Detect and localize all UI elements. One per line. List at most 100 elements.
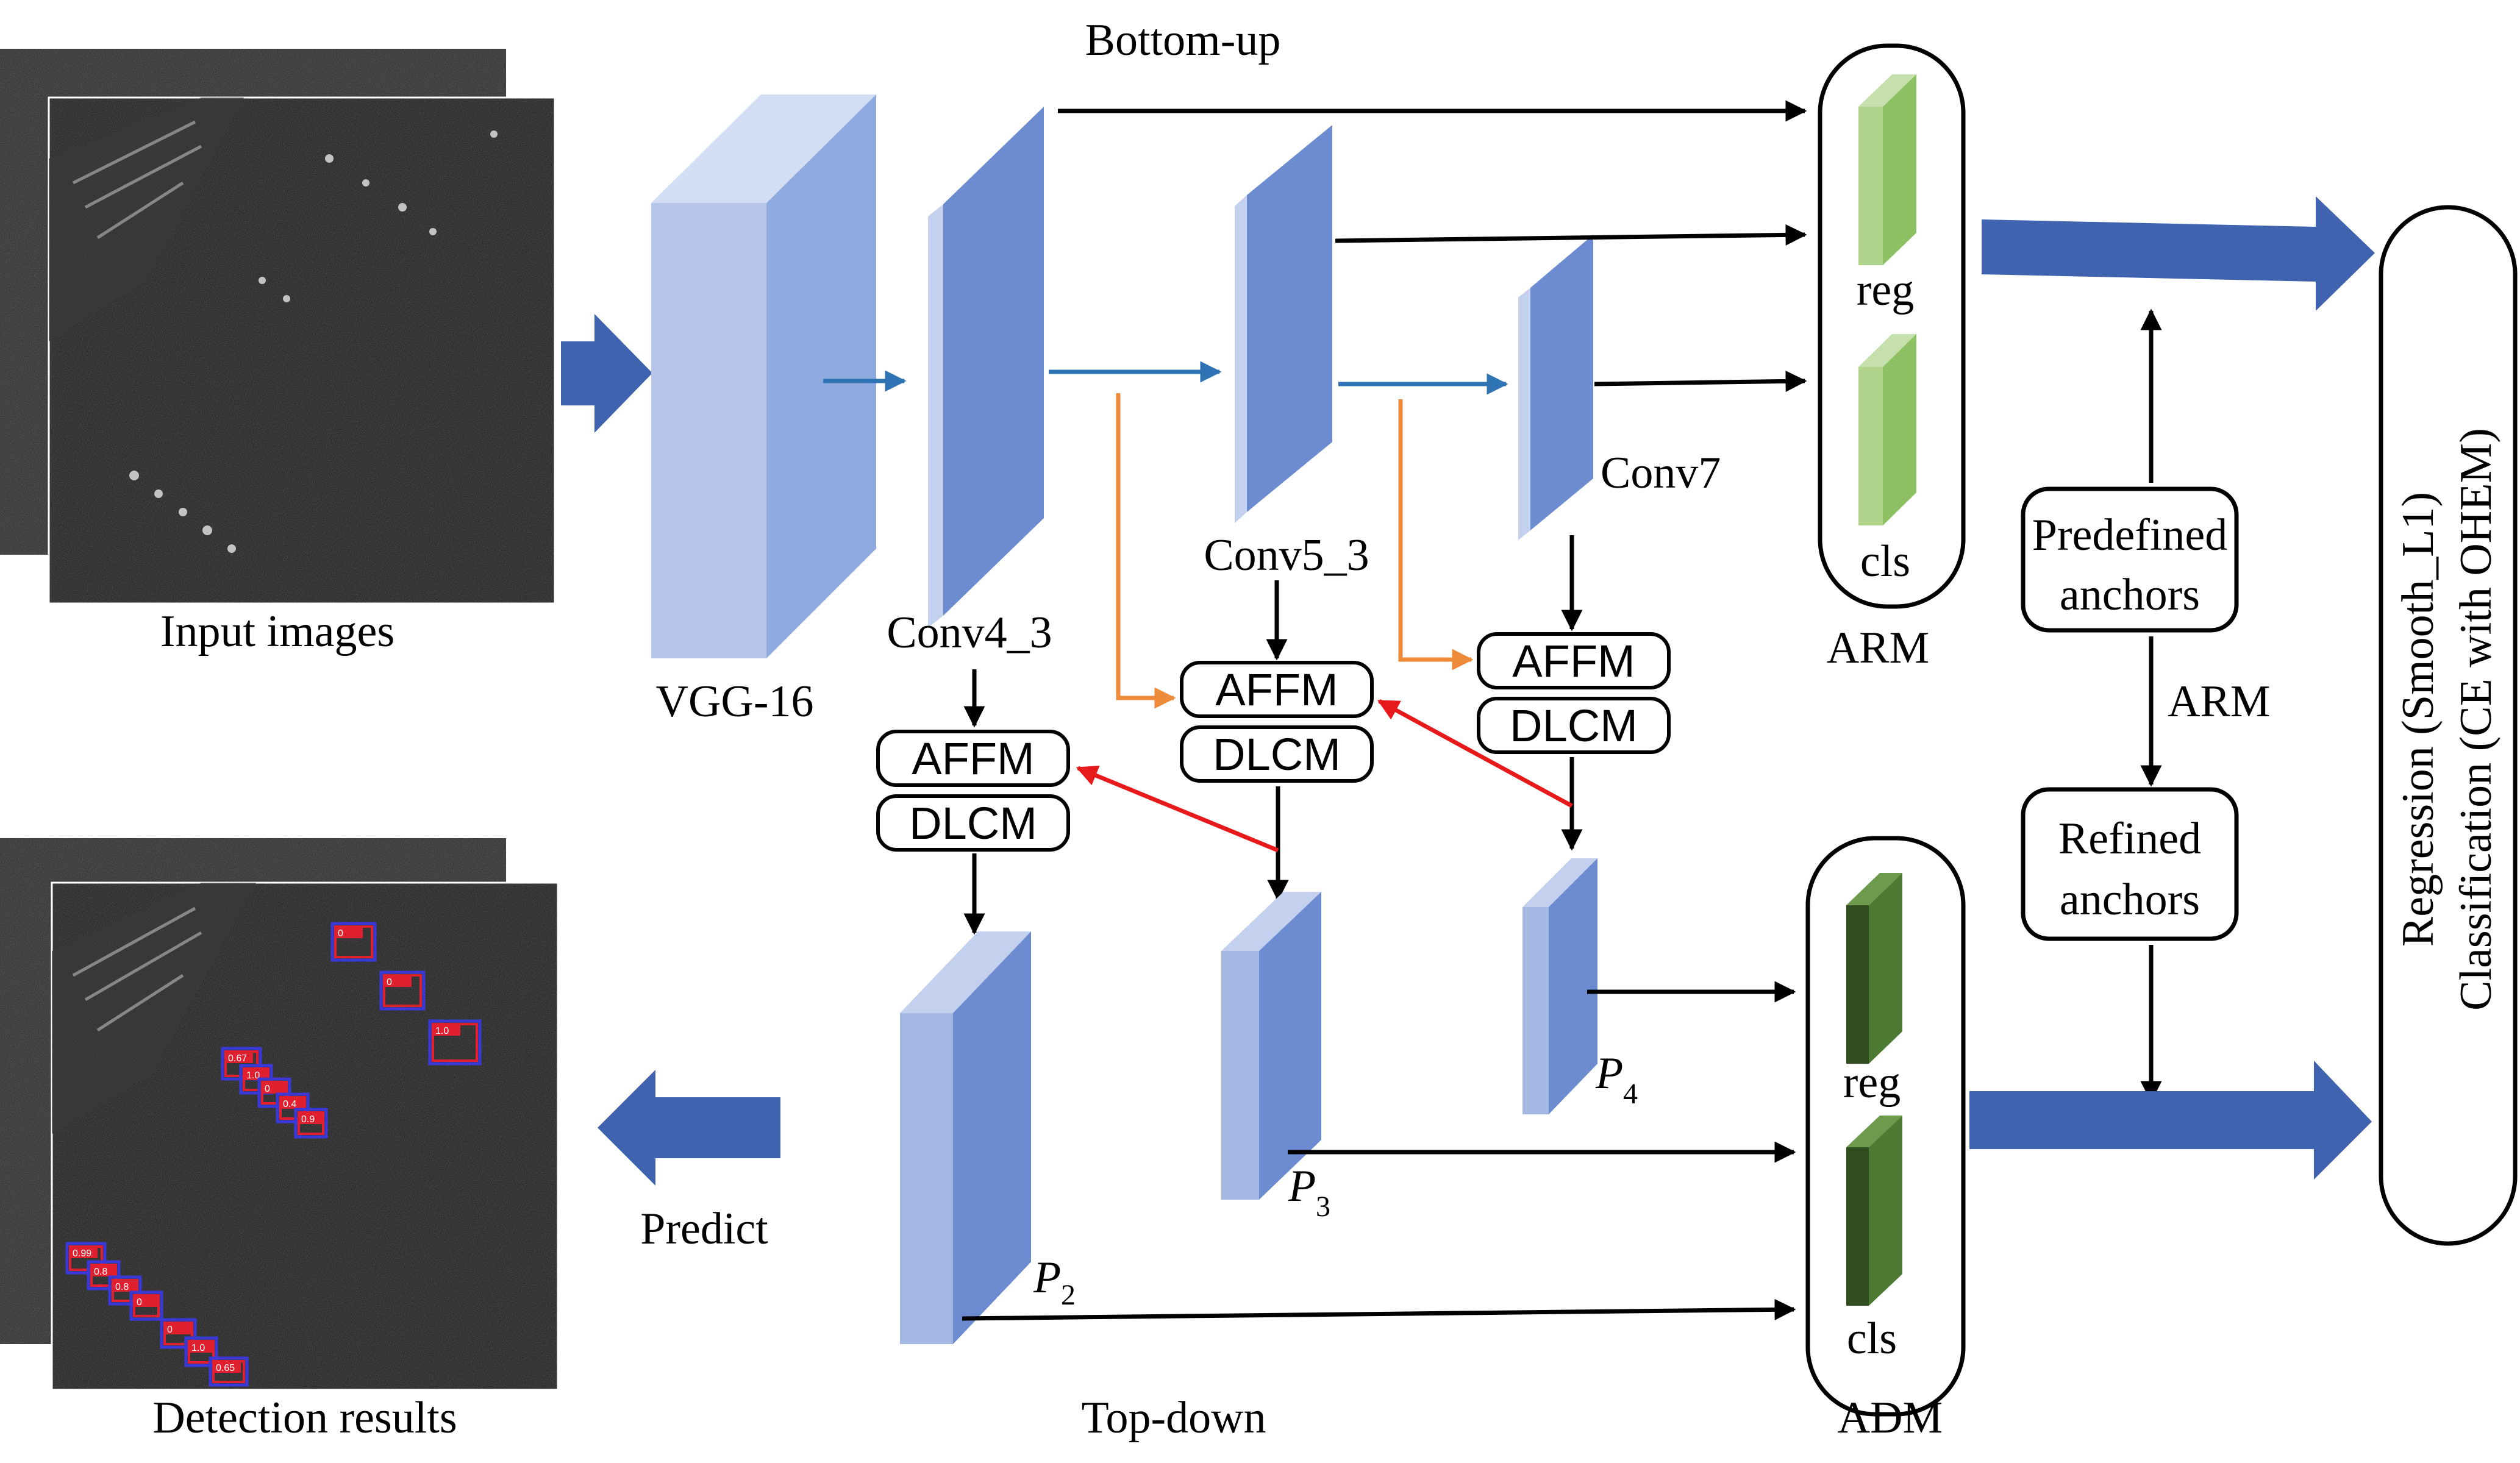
- detection-score: 1.0: [435, 1026, 449, 1036]
- input-to-vgg-arrow: [561, 314, 652, 433]
- detection-box-inner: [112, 1279, 138, 1302]
- detection-score: 0: [338, 928, 343, 939]
- detection-box-inner: [298, 1111, 324, 1135]
- detection-score: 0.8: [94, 1267, 107, 1277]
- detection-box: [184, 1336, 218, 1367]
- conv5-skip-to-affm-p4: [1398, 399, 1474, 671]
- detection-box: [65, 1242, 107, 1275]
- loss-box: [2379, 205, 2518, 1246]
- detection-box-inner: [163, 1322, 193, 1345]
- detection-score: 0.8: [115, 1282, 129, 1292]
- detection-score: 0: [137, 1297, 142, 1308]
- detection-score: 0: [167, 1325, 173, 1335]
- p3-label: P: [1288, 1161, 1316, 1211]
- conv5-3-label: Conv5_3: [1204, 530, 1369, 580]
- p2-to-adm-arrow: [962, 1298, 1796, 1321]
- arm-to-loss-arrow: [1982, 196, 2375, 311]
- predict-arrow: [598, 1070, 780, 1186]
- conv7-to-arm-arrow: [1594, 370, 1807, 392]
- arm-cls-label: cls: [1860, 536, 1910, 586]
- detection-score-tag: [190, 1342, 213, 1353]
- bottom-up-label: Bottom-up: [1085, 15, 1281, 65]
- predefined-anchors-box: [2021, 486, 2239, 633]
- detection-box-inner: [334, 925, 373, 958]
- conv7-label: Conv7: [1601, 448, 1721, 498]
- detection-score-tag: [385, 976, 412, 987]
- arm-mid-label: ARM: [2168, 677, 2271, 727]
- vgg16-label: VGG-16: [656, 677, 814, 727]
- detection-box-inner: [69, 1245, 103, 1271]
- detection-score: 0.9: [301, 1114, 315, 1125]
- detection-box: [294, 1108, 328, 1139]
- predict-label: Predict: [640, 1204, 768, 1254]
- p2-subscript: 2: [1061, 1279, 1076, 1311]
- detection-score-tag: [214, 1362, 241, 1373]
- p3-to-affm-p2-arrow: [1076, 765, 1279, 853]
- detection-score: 0.65: [216, 1363, 235, 1373]
- vgg16-block: [651, 94, 876, 658]
- arm-label: ARM: [1827, 623, 1930, 673]
- conv4-skip-to-affm-p3: [1116, 393, 1176, 709]
- affm-box-p2: [876, 730, 1070, 787]
- p4-label: P: [1595, 1048, 1623, 1098]
- affm-label-p4: AFFM: [1512, 636, 1635, 686]
- input-images-stack: [0, 49, 556, 605]
- conv4-3-feature-map: [928, 107, 1044, 628]
- adm-to-loss-arrow: [1969, 1061, 2372, 1180]
- detection-score-tag: [263, 1083, 286, 1094]
- conv4-3-label: Conv4_3: [887, 608, 1052, 658]
- detection-box: [379, 970, 426, 1011]
- detection-score: 0: [265, 1084, 270, 1094]
- adm-label: ADM: [1838, 1393, 1943, 1443]
- p2-label: P: [1033, 1253, 1061, 1303]
- dlcm-box-p3: [1180, 725, 1374, 783]
- predefined-anchors-label-line2: anchors: [2060, 570, 2200, 620]
- detection-box-inner: [383, 974, 422, 1007]
- arm-container: [1818, 43, 1966, 609]
- detection-score: 0.67: [228, 1053, 247, 1064]
- adm-cls-block: [1846, 1116, 1902, 1306]
- detection-box-inner: [188, 1340, 215, 1364]
- detection-box-inner: [90, 1264, 117, 1287]
- detection-score: 0.99: [73, 1248, 91, 1259]
- detection-box-inner: [212, 1360, 245, 1383]
- p4-subscript: 4: [1623, 1078, 1638, 1110]
- detection-box: [330, 922, 377, 962]
- detection-score: 0.4: [283, 1099, 296, 1109]
- p3-feature-map: [1221, 892, 1321, 1200]
- p4-to-affm-p3-arrow: [1377, 699, 1573, 808]
- arm-reg-block: [1858, 74, 1916, 265]
- detection-box: [209, 1356, 249, 1387]
- adm-reg-block: [1846, 873, 1902, 1064]
- detection-score-tag: [92, 1265, 115, 1276]
- detection-score-tag: [336, 927, 363, 938]
- input-images-label: Input images: [160, 607, 394, 657]
- detection-score-tag: [299, 1113, 323, 1124]
- detection-score: 0: [387, 977, 392, 988]
- p3-subscript: 3: [1316, 1191, 1330, 1223]
- dlcm-box-p4: [1477, 697, 1671, 754]
- detection-box: [87, 1260, 121, 1290]
- adm-reg-label: reg: [1843, 1058, 1901, 1108]
- affm-box-p3: [1180, 661, 1374, 718]
- affm-box-p4: [1477, 632, 1671, 689]
- detection-box-inner: [133, 1294, 160, 1317]
- p4-feature-map: [1522, 858, 1597, 1114]
- arm-cls-block: [1858, 334, 1916, 525]
- detection-box: [160, 1318, 197, 1349]
- detection-score: 1.0: [246, 1070, 260, 1081]
- detection-box: [108, 1275, 142, 1306]
- detection-score-tag: [281, 1098, 304, 1109]
- dlcm-box-p2: [876, 794, 1070, 852]
- conv7-feature-map: [1518, 235, 1593, 540]
- detection-results-label: Detection results: [152, 1393, 457, 1443]
- refined-anchors-box: [2021, 787, 2239, 941]
- arm-reg-label: reg: [1857, 265, 1915, 315]
- detection-box: [428, 1019, 482, 1066]
- refined-anchors-label-line1: Refined: [2058, 814, 2201, 864]
- predefined-anchors-label-line1: Predefined: [2032, 510, 2228, 560]
- conv5-3-feature-map: [1235, 125, 1332, 523]
- dlcm-label-p3: DLCM: [1213, 729, 1341, 780]
